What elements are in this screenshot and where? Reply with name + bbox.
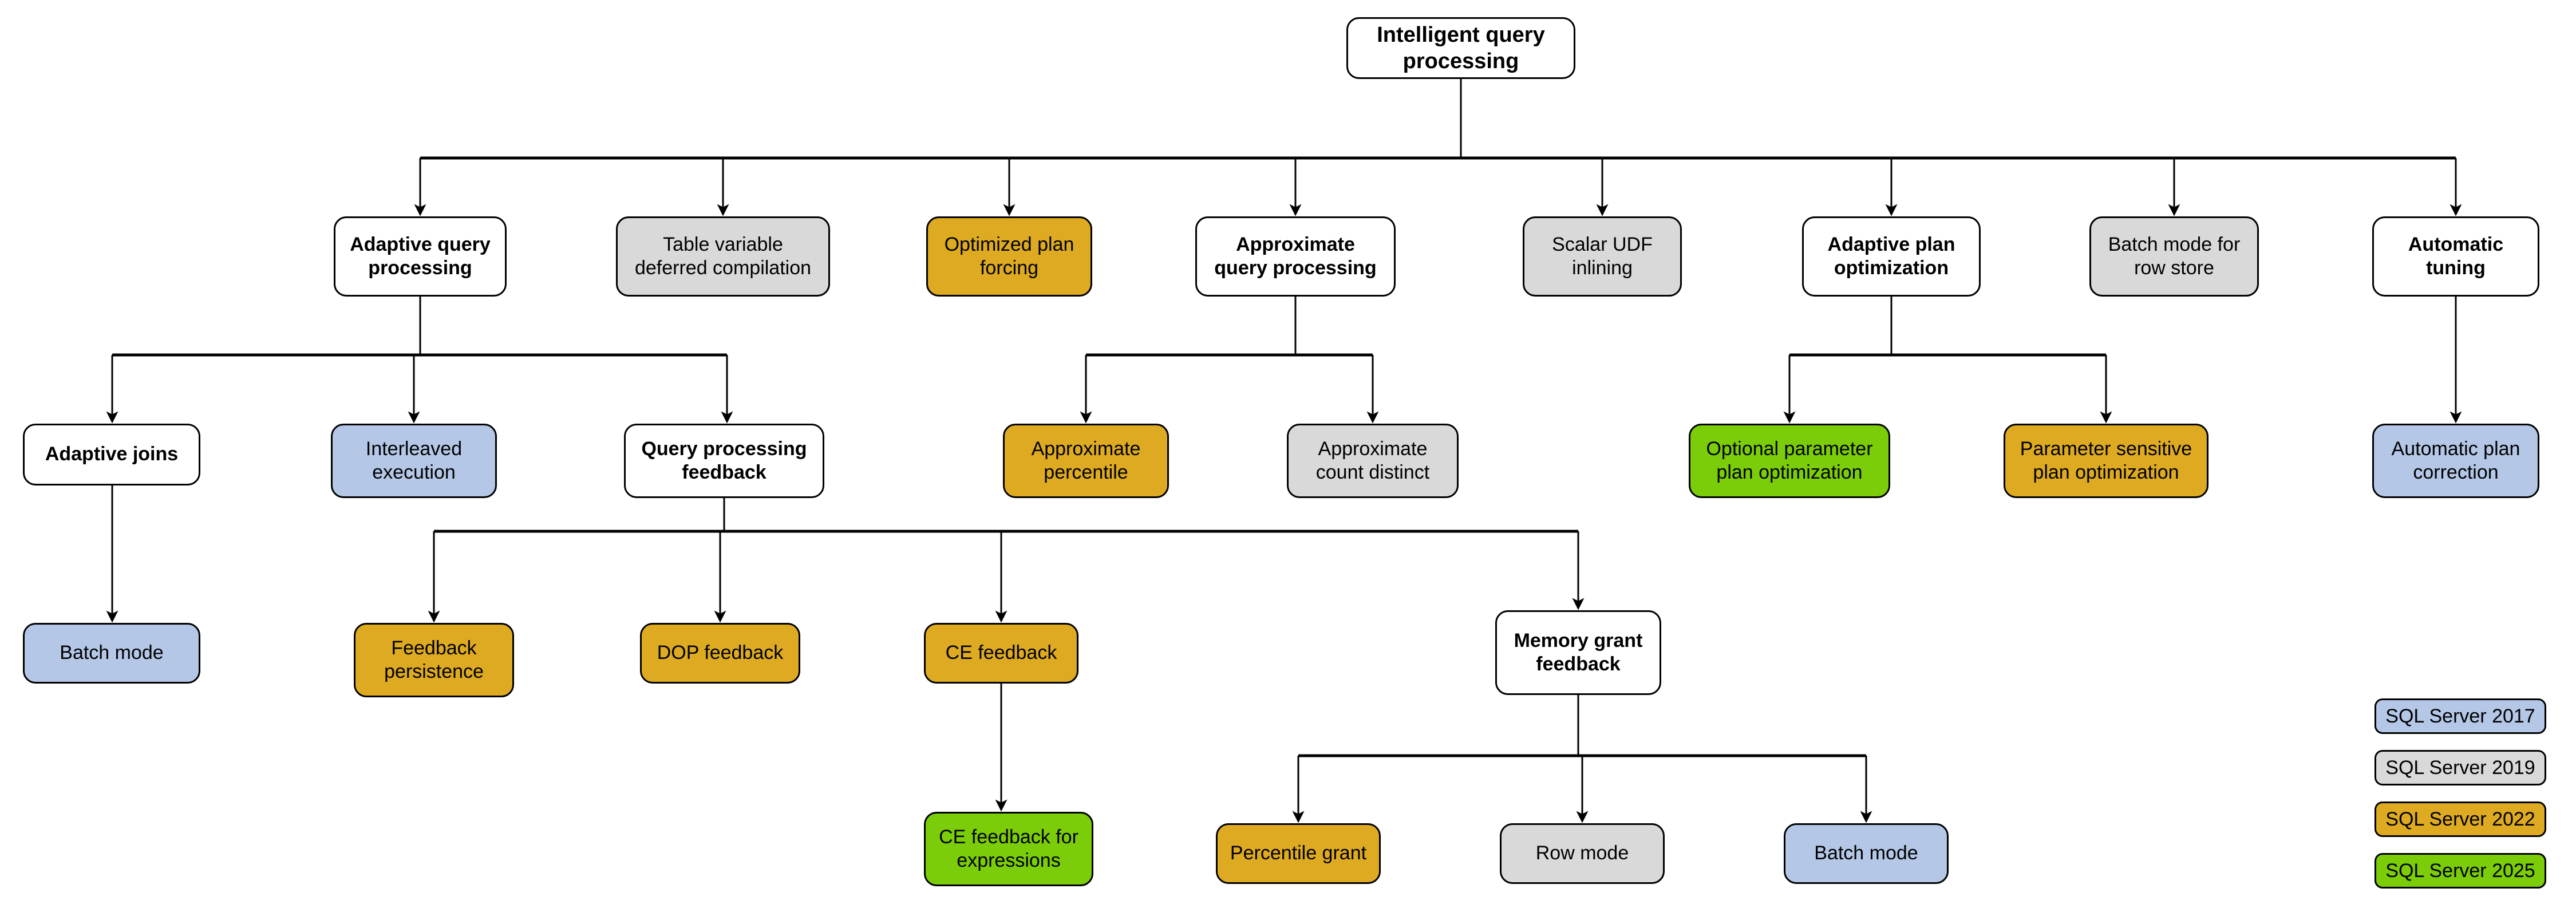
node-table-var-defer[interactable]: Table variable deferred compilation bbox=[616, 216, 830, 297]
node-batch-mode-aj[interactable]: Batch mode bbox=[23, 623, 200, 684]
node-adaptive-joins[interactable]: Adaptive joins bbox=[23, 424, 200, 485]
node-optimized-plan[interactable]: Optimized plan forcing bbox=[926, 216, 1092, 297]
node-feedback-persist[interactable]: Feedback persistence bbox=[354, 623, 514, 697]
node-row-mode[interactable]: Row mode bbox=[1500, 823, 1665, 884]
node-interleaved-exec[interactable]: Interleaved execution bbox=[331, 424, 497, 498]
node-mem-grant-feedback[interactable]: Memory grant feedback bbox=[1495, 610, 1661, 695]
node-dop-feedback[interactable]: DOP feedback bbox=[640, 623, 800, 684]
node-adaptive-qp[interactable]: Adaptive query processing bbox=[334, 216, 507, 297]
legend-2017: SQL Server 2017 bbox=[2374, 698, 2546, 734]
node-auto-tuning[interactable]: Automatic tuning bbox=[2372, 216, 2539, 297]
node-ce-feedback[interactable]: CE feedback bbox=[924, 623, 1078, 684]
node-root[interactable]: Intelligent query processing bbox=[1346, 17, 1575, 79]
node-param-sensitive[interactable]: Parameter sensitive plan optimization bbox=[2004, 424, 2208, 498]
node-auto-plan-corr[interactable]: Automatic plan correction bbox=[2372, 424, 2539, 498]
node-batch-mode-mgf[interactable]: Batch mode bbox=[1784, 823, 1949, 884]
legend-2019: SQL Server 2019 bbox=[2374, 750, 2546, 785]
node-qp-feedback[interactable]: Query processing feedback bbox=[624, 424, 824, 498]
node-ce-feedback-expr[interactable]: CE feedback for expressions bbox=[924, 812, 1093, 886]
node-approx-percentile[interactable]: Approximate percentile bbox=[1003, 424, 1169, 498]
node-approx-count[interactable]: Approximate count distinct bbox=[1287, 424, 1459, 498]
node-batch-row-store[interactable]: Batch mode for row store bbox=[2089, 216, 2259, 297]
node-percentile-grant[interactable]: Percentile grant bbox=[1216, 823, 1381, 884]
node-scalar-udf[interactable]: Scalar UDF inlining bbox=[1523, 216, 1682, 297]
node-optional-param[interactable]: Optional parameter plan optimization bbox=[1689, 424, 1890, 498]
legend-2022: SQL Server 2022 bbox=[2374, 802, 2546, 837]
node-adaptive-plan-opt[interactable]: Adaptive plan optimization bbox=[1802, 216, 1981, 297]
node-approx-qp[interactable]: Approximate query processing bbox=[1195, 216, 1396, 297]
legend-2025: SQL Server 2025 bbox=[2374, 853, 2546, 889]
